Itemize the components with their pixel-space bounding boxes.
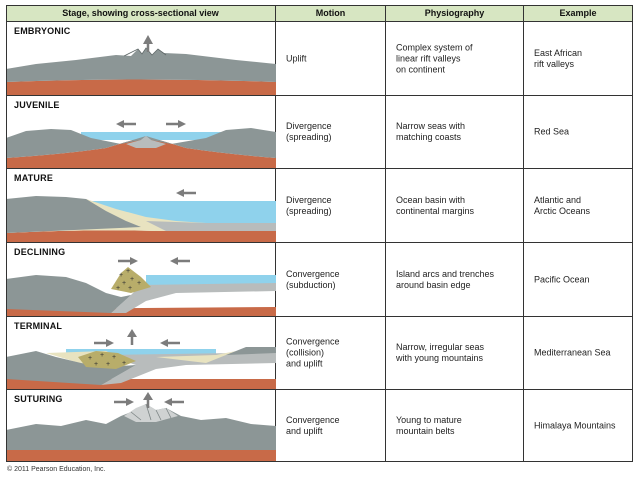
diagram-cell: SUTURING [6, 390, 276, 462]
embryonic-diagram [6, 35, 276, 95]
example-cell: Atlantic and Arctic Oceans [524, 169, 633, 242]
suturing-diagram [6, 392, 276, 462]
svg-text:+: + [119, 272, 123, 279]
physiography-cell: Ocean basin with continental margins [386, 169, 524, 242]
declining-diagram: +++ ++++ [6, 257, 276, 316]
physiography-cell: Narrow seas with matching coasts [386, 96, 524, 168]
motion-cell: Convergence (subduction) [276, 243, 386, 316]
diagram-cell: JUVENILE [6, 96, 276, 168]
motion-cell: Convergence and uplift [276, 390, 386, 462]
stage-label: TERMINAL [14, 321, 63, 331]
row-terminal: +++ +++ TERMINAL Convergence (collision)… [6, 317, 633, 390]
stage-label: EMBRYONIC [14, 26, 71, 36]
physiography-cell: Complex system of linear rift valleys on… [386, 22, 524, 95]
row-suturing: SUTURING Convergence and uplift Young to… [6, 390, 633, 462]
svg-text:+: + [94, 361, 98, 368]
physiography-text: Narrow seas with matching coasts [396, 121, 466, 142]
example-cell: Red Sea [524, 96, 633, 168]
svg-text:+: + [106, 361, 110, 368]
physiography-text: Narrow, irregular seas with young mounta… [396, 342, 485, 363]
example-cell: Himalaya Mountains [524, 390, 633, 462]
physiography-cell: Young to mature mountain belts [386, 390, 524, 462]
diagram-cell: +++ +++ TERMINAL [6, 317, 276, 389]
header-example: Example [524, 5, 633, 22]
row-juvenile: JUVENILE Divergence (spreading) Narrow s… [6, 96, 633, 169]
row-declining: +++ ++++ DECLINING Convergence (subducti… [6, 243, 633, 317]
header-physiography: Physiography [386, 5, 524, 22]
example-text: Red Sea [534, 126, 570, 137]
example-cell: East African rift valleys [524, 22, 633, 95]
tectonic-stages-table: Stage, showing cross-sectional view Moti… [6, 5, 633, 462]
motion-text: Divergence (spreading) [286, 121, 332, 142]
example-cell: Pacific Ocean [524, 243, 633, 316]
motion-text: Divergence (spreading) [286, 194, 332, 216]
header-motion: Motion [276, 5, 386, 22]
copyright-notice: © 2011 Pearson Education, Inc. [7, 466, 106, 473]
svg-text:+: + [130, 276, 134, 283]
svg-text:+: + [126, 268, 130, 275]
motion-text: Convergence (collision) and uplift [286, 336, 340, 369]
physiography-text: Complex system of linear rift valleys on… [396, 42, 473, 74]
terminal-diagram: +++ +++ [6, 329, 276, 389]
stage-label: DECLINING [14, 247, 66, 257]
svg-text:+: + [112, 354, 116, 361]
example-text: Mediterranean Sea [534, 347, 611, 358]
stage-label: MATURE [14, 173, 54, 183]
diagram-cell: EMBRYONIC [6, 22, 276, 95]
motion-cell: Uplift [276, 22, 386, 95]
diagram-cell: MATURE [6, 169, 276, 242]
motion-cell: Divergence (spreading) [276, 169, 386, 242]
svg-text:+: + [116, 285, 120, 292]
example-text: Himalaya Mountains [534, 420, 616, 431]
stage-label: JUVENILE [14, 100, 60, 110]
physiography-text: Island arcs and trenches around basin ed… [396, 268, 495, 290]
svg-text:+: + [88, 355, 92, 362]
physiography-text: Young to mature mountain belts [396, 415, 462, 436]
physiography-text: Ocean basin with continental margins [396, 194, 475, 216]
motion-text: Uplift [286, 53, 307, 63]
example-cell: Mediterranean Sea [524, 317, 633, 389]
example-text: Pacific Ocean [534, 274, 590, 284]
juvenile-diagram [6, 120, 276, 168]
svg-text:+: + [122, 360, 126, 367]
row-mature: MATURE Divergence (spreading) Ocean basi… [6, 169, 633, 243]
physiography-cell: Narrow, irregular seas with young mounta… [386, 317, 524, 389]
physiography-cell: Island arcs and trenches around basin ed… [386, 243, 524, 316]
row-embryonic: EMBRYONIC Uplift Complex system of linea… [6, 22, 633, 96]
example-text: Atlantic and Arctic Oceans [534, 194, 591, 216]
motion-cell: Divergence (spreading) [276, 96, 386, 168]
mature-diagram [6, 189, 276, 242]
svg-text:+: + [137, 280, 141, 287]
example-text: East African rift valleys [534, 47, 583, 69]
stage-label: SUTURING [14, 394, 63, 404]
svg-text:+: + [100, 352, 104, 359]
diagram-cell: +++ ++++ DECLINING [6, 243, 276, 316]
svg-text:+: + [122, 280, 126, 287]
motion-text: Convergence and uplift [286, 415, 340, 436]
motion-cell: Convergence (collision) and uplift [276, 317, 386, 389]
motion-text: Convergence (subduction) [286, 268, 340, 290]
header-stage: Stage, showing cross-sectional view [6, 5, 276, 22]
svg-text:+: + [128, 285, 132, 292]
